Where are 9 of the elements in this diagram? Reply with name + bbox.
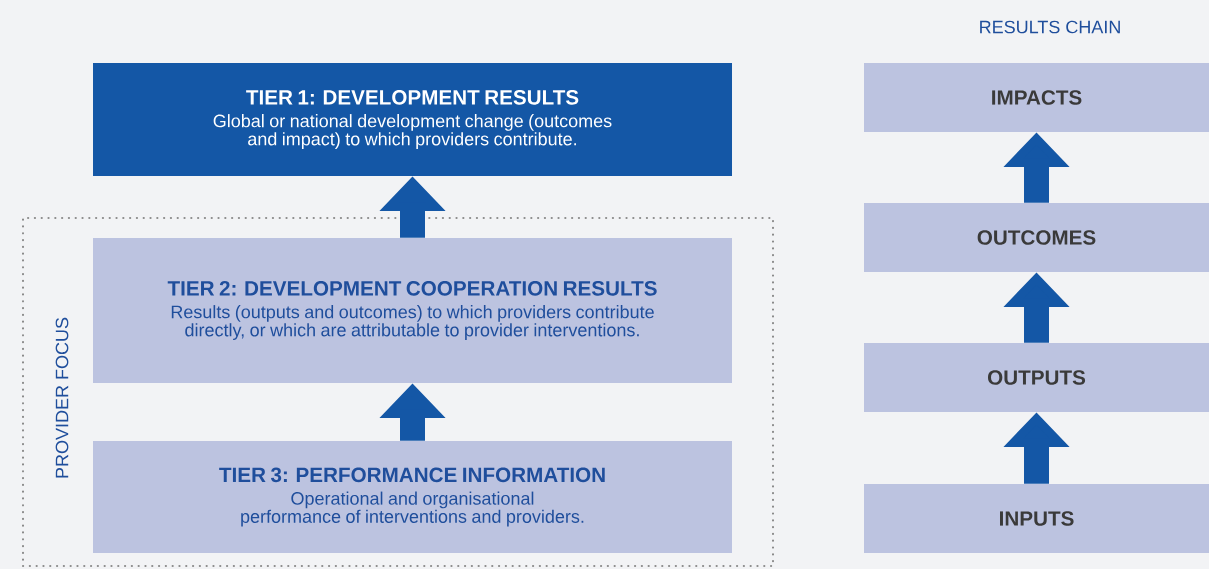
heading: RESULTS CHAIN	[980, 20, 1120, 34]
tier-box: TIER 1: DEVELOPMENT RESULTS Global or national development change (outcomes and impact) to which providers contribute.	[93, 63, 732, 176]
vertical-label: PROVIDER FOCUS	[55, 317, 69, 478]
chain-box: OUTPUTS	[864, 343, 1209, 412]
chain-box: OUTCOMES	[864, 203, 1209, 272]
chain-box: IMPACTS	[864, 63, 1209, 132]
tier-box: TIER 2: DEVELOPMENT COOPERATION RESULTS Results (outputs and outcomes) to which providers contribute directly, or which are attributable to provider interventions.	[93, 238, 732, 383]
chain-box: INPUTS	[864, 484, 1209, 553]
tier-box: TIER 3: PERFORMANCE INFORMATION Operational and organisational performance of interventions and providers.	[93, 441, 732, 553]
